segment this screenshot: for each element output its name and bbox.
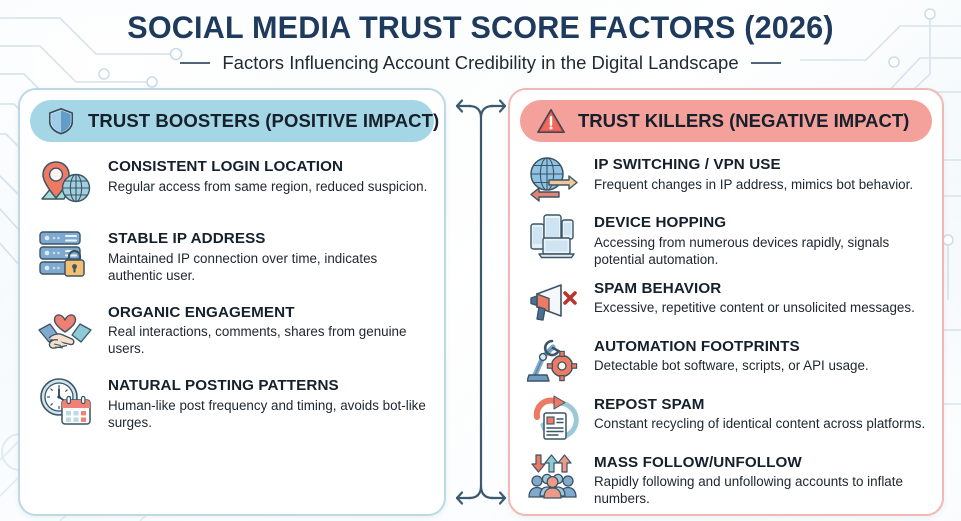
list-item-text: CONSISTENT LOGIN LOCATION Regular access… (108, 154, 430, 195)
list-item-title: STABLE IP ADDRESS (108, 230, 266, 247)
subtitle-dash-right (750, 62, 781, 64)
panel-header-positive: TRUST BOOSTERS (POSITIVE IMPACT) (30, 100, 439, 142)
clock-calendar-icon (34, 373, 96, 429)
panel-title-positive: TRUST BOOSTERS (POSITIVE IMPACT) (88, 110, 440, 131)
warning-triangle-icon (537, 108, 565, 134)
panel-trust-killers: TRUST KILLERS (NEGATIVE IMPACT) (508, 88, 944, 516)
multi-device-icon (524, 212, 582, 260)
panel-title-negative: TRUST KILLERS (NEGATIVE IMPACT) (578, 110, 910, 131)
page-subtitle: Factors Influencing Account Credibility … (222, 52, 739, 73)
list-item-text: MASS FOLLOW/UNFOLLOW Rapidly following a… (594, 452, 928, 508)
list-item-desc: Excessive, repetitive content or unsolic… (594, 300, 915, 316)
list-item[interactable]: AUTOMATION FOOTPRINTS Detectable bot sof… (524, 336, 928, 384)
list-item[interactable]: DEVICE HOPPING Accessing from numerous d… (524, 212, 928, 268)
panel-trust-boosters: TRUST BOOSTERS (POSITIVE IMPACT) (18, 88, 446, 516)
positive-items-list: CONSISTENT LOGIN LOCATION Regular access… (20, 142, 444, 431)
list-item-title: AUTOMATION FOOTPRINTS (594, 337, 800, 355)
list-item-desc: Real interactions, comments, shares from… (108, 324, 407, 357)
list-item-desc: Human-like post frequency and timing, av… (108, 397, 426, 430)
list-item-desc: Detectable bot software, scripts, or API… (594, 358, 869, 374)
list-item-desc: Constant recycling of identical content … (594, 416, 926, 432)
follow-unfollow-users-icon (524, 452, 582, 500)
globe-arrows-icon (524, 154, 582, 202)
handshake-heart-icon (34, 300, 96, 356)
infographic-header: SOCIAL MEDIA TRUST SCORE FACTORS (2026) … (0, 0, 961, 74)
megaphone-x-icon (524, 278, 582, 326)
list-item[interactable]: ORGANIC ENGAGEMENT Real interactions, co… (34, 300, 430, 358)
list-item-title: SPAM BEHAVIOR (594, 279, 722, 297)
list-item-title: ORGANIC ENGAGEMENT (108, 303, 295, 321)
shield-icon (49, 108, 73, 135)
list-item-desc: Regular access from same region, reduced… (108, 178, 428, 194)
list-item-desc: Maintained IP connection over time, indi… (108, 250, 378, 283)
list-item-title: CONSISTENT LOGIN LOCATION (108, 158, 344, 175)
repost-arrow-document-icon (524, 394, 582, 442)
list-item-text: DEVICE HOPPING Accessing from numerous d… (594, 212, 928, 268)
list-item-text: AUTOMATION FOOTPRINTS Detectable bot sof… (594, 336, 928, 375)
list-item-desc: Accessing from numerous devices rapidly,… (594, 234, 890, 267)
list-item-text: SPAM BEHAVIOR Excessive, repetitive cont… (594, 278, 928, 317)
list-item-text: NATURAL POSTING PATTERNS Human-like post… (108, 373, 430, 431)
list-item-text: IP SWITCHING / VPN USE Frequent changes … (594, 154, 928, 193)
server-lock-icon (34, 226, 96, 282)
list-item[interactable]: NATURAL POSTING PATTERNS Human-like post… (34, 373, 430, 431)
list-item[interactable]: STABLE IP ADDRESS Maintained IP connecti… (34, 226, 430, 284)
comparison-connector (455, 99, 507, 505)
list-item-desc: Rapidly following and unfollowing accoun… (594, 474, 903, 507)
list-item-text: REPOST SPAM Constant recycling of identi… (594, 394, 928, 433)
list-item-desc: Frequent changes in IP address, mimics b… (594, 176, 914, 192)
location-pin-globe-icon (34, 154, 96, 210)
list-item[interactable]: SPAM BEHAVIOR Excessive, repetitive cont… (524, 278, 928, 326)
list-item-text: STABLE IP ADDRESS Maintained IP connecti… (108, 226, 430, 284)
list-item[interactable]: CONSISTENT LOGIN LOCATION Regular access… (34, 154, 430, 210)
panel-header-negative: TRUST KILLERS (NEGATIVE IMPACT) (520, 100, 932, 142)
list-item-title: DEVICE HOPPING (594, 214, 727, 231)
negative-items-list: IP SWITCHING / VPN USE Frequent changes … (510, 142, 942, 507)
list-item-title: IP SWITCHING / VPN USE (594, 156, 781, 173)
list-item-text: ORGANIC ENGAGEMENT Real interactions, co… (108, 300, 430, 358)
list-item[interactable]: IP SWITCHING / VPN USE Frequent changes … (524, 154, 928, 202)
subtitle-row: Factors Influencing Account Credibility … (0, 52, 961, 74)
list-item-title: MASS FOLLOW/UNFOLLOW (594, 453, 802, 471)
subtitle-dash-left (180, 62, 211, 64)
robot-arm-gear-icon (524, 336, 582, 384)
list-item[interactable]: MASS FOLLOW/UNFOLLOW Rapidly following a… (524, 452, 928, 508)
list-item-title: NATURAL POSTING PATTERNS (108, 377, 339, 395)
list-item-title: REPOST SPAM (594, 395, 705, 413)
page-title: SOCIAL MEDIA TRUST SCORE FACTORS (2026) (127, 9, 834, 45)
list-item[interactable]: REPOST SPAM Constant recycling of identi… (524, 394, 928, 442)
